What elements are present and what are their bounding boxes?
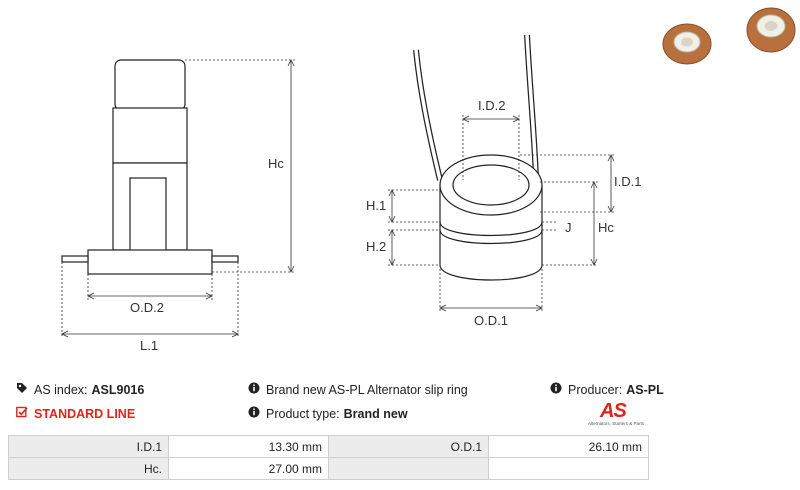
info-icon — [550, 382, 562, 397]
standard-line-label: STANDARD LINE — [34, 406, 136, 421]
info-icon — [248, 406, 260, 421]
tag-icon — [16, 382, 28, 397]
spec-value: 27.00 mm — [168, 457, 329, 480]
product-photo-2 — [746, 7, 796, 53]
dim-label-id2: I.D.2 — [478, 98, 505, 113]
product-type-label: Product type: — [266, 406, 340, 421]
spec-label: I.D.1 — [8, 435, 169, 458]
as-index-label: AS index: — [34, 382, 88, 397]
logo-tagline: Alternators, Starters & Parts — [588, 421, 645, 426]
spec-label: O.D.1 — [328, 435, 489, 458]
spec-label — [328, 457, 489, 480]
perspective-view-dimensions — [388, 115, 615, 312]
dim-label-l1: L.1 — [140, 338, 158, 353]
product-type-row: Product type: Brand new — [248, 406, 408, 421]
spec-value: 26.10 mm — [488, 435, 649, 458]
producer-row: Producer: AS-PL — [550, 382, 664, 397]
spec-value: 13.30 mm — [168, 435, 329, 458]
perspective-view — [413, 34, 543, 281]
table-row: Hc. 27.00 mm — [8, 457, 649, 480]
technical-drawing: Hc O.D.2 L.1 — [61, 7, 796, 353]
table-row: I.D.1 13.30 mm O.D.1 26.10 mm — [8, 435, 649, 458]
dim-label-od1: O.D.1 — [474, 313, 508, 328]
logo-mark: AS — [600, 400, 627, 422]
dim-label-h1: H.1 — [366, 198, 386, 213]
dim-label-od2: O.D.2 — [130, 300, 164, 315]
product-description: Brand new AS-PL Alternator slip ring — [266, 382, 468, 397]
dim-label-id1: I.D.1 — [614, 174, 641, 189]
product-type-value: Brand new — [343, 406, 408, 421]
producer-value: AS-PL — [626, 382, 664, 397]
side-view — [61, 59, 239, 275]
as-pl-logo: AS Alternators, Starters & Parts — [588, 400, 652, 428]
specs-table: I.D.1 13.30 mm O.D.1 26.10 mm Hc. 27.00 … — [8, 435, 649, 480]
dim-label-j: J — [565, 220, 572, 235]
side-view-dimensions — [61, 59, 295, 338]
product-photo-1 — [662, 23, 712, 65]
as-index-value: ASL9016 — [91, 382, 145, 397]
checkbox-icon — [16, 406, 28, 421]
standard-line-badge: STANDARD LINE — [16, 406, 135, 421]
info-icon — [248, 382, 260, 397]
description-row: Brand new AS-PL Alternator slip ring — [248, 382, 468, 397]
dim-label-h2: H.2 — [366, 239, 386, 254]
dim-label-hc-left: Hc — [268, 156, 284, 171]
dim-label-hc-right: Hc — [598, 220, 614, 235]
spec-value — [488, 457, 649, 480]
as-index-row: AS index: ASL9016 — [16, 382, 144, 397]
producer-label: Producer: — [568, 382, 623, 397]
spec-label: Hc. — [8, 457, 169, 480]
